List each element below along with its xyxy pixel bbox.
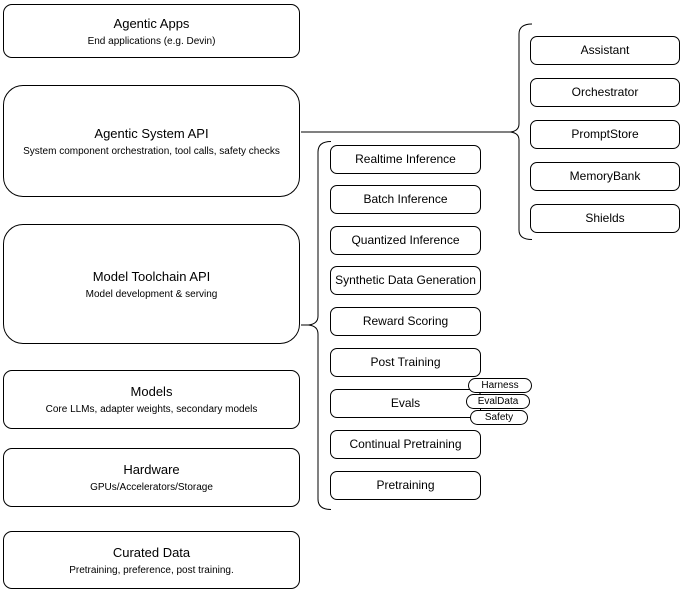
layer-box-model-toolchain-api: Model Toolchain API Model development & … [3, 224, 300, 344]
layer-subtitle: System component orchestration, tool cal… [23, 145, 280, 157]
layer-subtitle: Core LLMs, adapter weights, secondary mo… [45, 404, 258, 415]
service-box-realtime-inference: Realtime Inference [330, 145, 481, 174]
layer-box-hardware: Hardware GPUs/Accelerators/Storage [3, 448, 300, 507]
layer-subtitle: Model development & serving [85, 288, 218, 300]
component-box-orchestrator: Orchestrator [530, 78, 680, 107]
evals-tag-harness: Harness [468, 378, 532, 393]
evals-tag-safety: Safety [470, 410, 528, 425]
component-box-assistant: Assistant [530, 36, 680, 65]
service-box-quantized-inference: Quantized Inference [330, 226, 481, 255]
layer-title: Agentic System API [94, 125, 209, 141]
component-box-promptstore: PromptStore [530, 120, 680, 149]
service-box-evals: Evals [330, 389, 481, 418]
layer-subtitle: Pretraining, preference, post training. [69, 564, 234, 576]
component-box-memorybank: MemoryBank [530, 162, 680, 191]
evals-tag-evaldata: EvalData [466, 394, 530, 409]
service-box-pretraining: Pretraining [330, 471, 481, 500]
service-box-post-training: Post Training [330, 348, 481, 377]
component-box-shields: Shields [530, 204, 680, 233]
layer-title: Models [130, 384, 173, 399]
toolchain-bracket [308, 141, 332, 510]
service-box-reward-scoring: Reward Scoring [330, 307, 481, 336]
service-box-continual-pretraining: Continual Pretraining [330, 430, 481, 459]
layer-box-models: Models Core LLMs, adapter weights, secon… [3, 370, 300, 429]
layer-box-agentic-system-api: Agentic System API System component orch… [3, 85, 300, 197]
layer-title: Hardware [123, 462, 180, 477]
layer-subtitle: GPUs/Accelerators/Storage [90, 482, 213, 493]
layer-title: Agentic Apps [113, 15, 190, 31]
service-box-batch-inference: Batch Inference [330, 185, 481, 214]
service-box-synthetic-data-generation: Synthetic Data Generation [330, 266, 481, 295]
layer-box-curated-data: Curated Data Pretraining, preference, po… [3, 531, 300, 589]
system-components-bracket [510, 23, 533, 240]
layer-box-agentic-apps: Agentic Apps End applications (e.g. Devi… [3, 4, 300, 58]
layer-subtitle: End applications (e.g. Devin) [87, 35, 216, 47]
layer-title: Model Toolchain API [92, 268, 211, 284]
layer-title: Curated Data [112, 544, 191, 560]
